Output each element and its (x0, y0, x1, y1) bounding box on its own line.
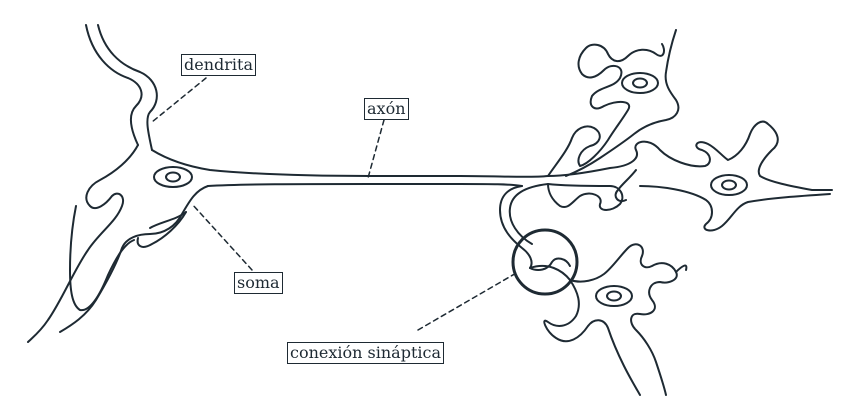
right-neuron-top-edge (548, 122, 832, 190)
axon-branch-outer (500, 186, 532, 268)
main-neuron (28, 25, 548, 342)
right-neuron (548, 122, 832, 231)
axon-descending-branch (500, 184, 548, 268)
axon-branch-inner (510, 184, 548, 244)
upper-dendrite-outline-right (98, 25, 157, 150)
right-neuron-nucleus-outer (711, 175, 747, 195)
bottom-right-neuron-outline (530, 244, 677, 395)
top-right-neuron-outline-right (566, 30, 678, 176)
right-neuron-lower-lobe (640, 186, 830, 230)
bottom-right-nucleus-outer (596, 286, 632, 306)
upper-dendrite-outline-left (86, 25, 142, 145)
leader-line-axon (368, 120, 384, 178)
top-right-neuron-outline-left (548, 44, 664, 176)
synapse-highlight-circle (513, 230, 577, 294)
soma-top-edge (152, 150, 548, 177)
soma-lower-dendrite (150, 212, 186, 228)
bottom-right-nucleus-inner (607, 292, 621, 301)
leader-line-soma (192, 204, 252, 270)
leader-line-dendrite (152, 78, 206, 122)
label-dendrite: dendrita (181, 54, 256, 76)
soma-left-branches (28, 145, 138, 342)
bottom-right-neuron (530, 244, 686, 395)
label-axon: axón (364, 98, 409, 120)
top-right-neuron (548, 30, 678, 176)
right-neuron-bottom-edge (548, 184, 622, 210)
label-soma: soma (234, 272, 283, 294)
soma-bottom-edge (208, 184, 522, 186)
top-right-nucleus-outer (622, 73, 658, 93)
bottom-right-neuron-synapse-end (530, 259, 570, 270)
soma-left-inner-branch (70, 206, 134, 310)
soma-nucleus-inner (166, 173, 180, 182)
top-right-nucleus-inner (633, 79, 647, 88)
soma-nucleus-outer (154, 167, 192, 187)
right-neuron-nucleus-inner (722, 181, 736, 190)
right-neuron-small-lobe (616, 170, 636, 201)
bottom-right-neuron-left-edge (544, 280, 640, 395)
soma-lower-lobe (138, 212, 186, 247)
leader-line-synapse (418, 272, 518, 330)
bottom-right-neuron-dendrite-tip (676, 266, 686, 272)
label-synapse: conexión sináptica (287, 342, 444, 364)
